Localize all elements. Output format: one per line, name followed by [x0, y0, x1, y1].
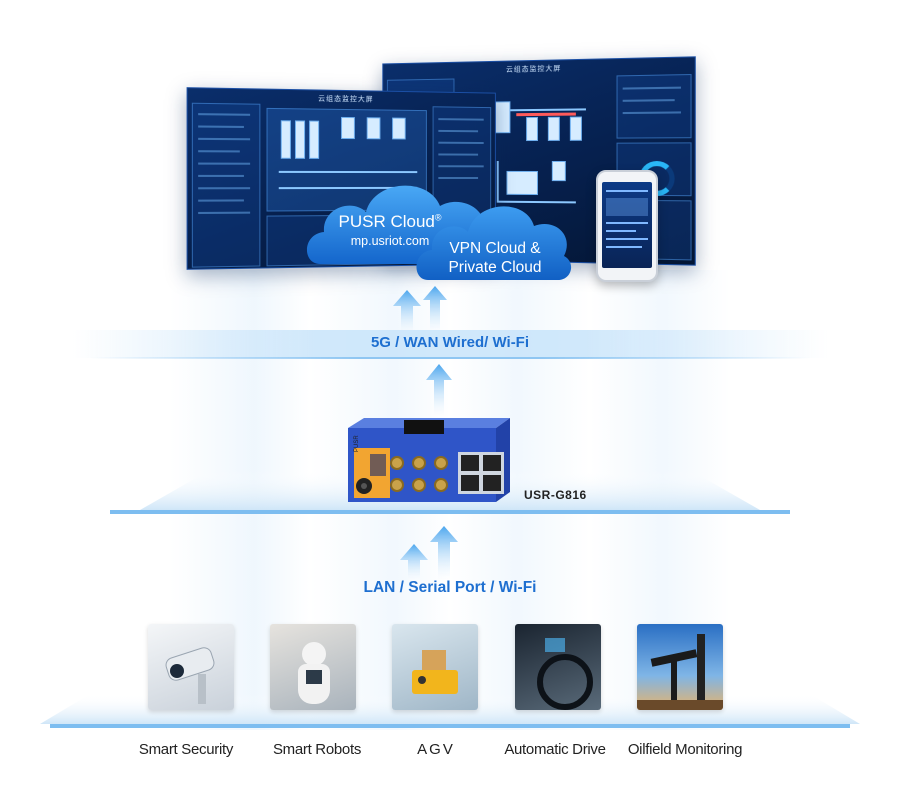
ethernet-port-group [458, 452, 504, 494]
vpn-cloud-shape [416, 206, 572, 280]
upper-link-label: 5G / WAN Wired/ Wi-Fi [370, 334, 530, 351]
up-arrow-device [426, 364, 452, 416]
device-brand: PUSR [354, 435, 360, 452]
up-arrows-from-apps [400, 526, 458, 580]
lower-link-label: LAN / Serial Port / Wi-Fi [363, 579, 537, 596]
pusr-cloud-title: PUSR Cloud [338, 212, 435, 231]
app-label-smart-security: Smart Security [138, 741, 234, 758]
agv-image [392, 624, 478, 710]
vpn-cloud-line2: Private Cloud [448, 259, 542, 276]
vpn-cloud-line1: VPN Cloud & [449, 240, 541, 257]
app-label-automatic-drive: Automatic Drive [504, 741, 606, 758]
smart-security-image [148, 624, 234, 710]
registered-mark: ® [434, 212, 442, 223]
app-label-agv: AGV [417, 741, 455, 758]
phone-screen [602, 182, 652, 268]
app-label-oilfield-monitoring: Oilfield Monitoring [627, 741, 743, 758]
smart-robots-image [270, 624, 356, 710]
up-arrows-to-cloud [393, 286, 447, 334]
app-label-smart-robots: Smart Robots [272, 741, 362, 758]
device-model-label: USR-G816 [524, 488, 587, 502]
oilfield-monitoring-image [637, 624, 723, 710]
pusr-cloud-name: PUSR Cloud® [330, 212, 450, 232]
upper-link-band [0, 330, 900, 358]
upper-link-band-line [0, 357, 900, 359]
pusr-cloud-url: mp.usriot.com [350, 234, 430, 248]
mobile-phone [596, 170, 658, 282]
automatic-drive-image [515, 624, 601, 710]
